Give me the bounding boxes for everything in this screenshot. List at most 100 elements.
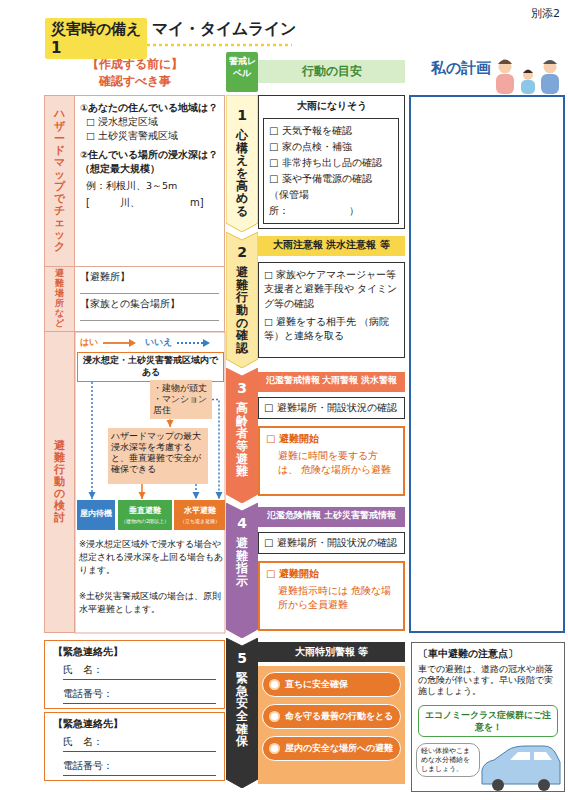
flow-connector [141, 484, 143, 499]
legend-line [103, 342, 129, 344]
band-chevron [226, 368, 258, 503]
node-text: □ 避難開始 [266, 567, 397, 582]
level-number: 1 [237, 107, 247, 123]
node-box: 私の計画 [409, 95, 565, 633]
level-number: 4 [237, 515, 247, 531]
node-text: □ 天気予報を確認 [269, 123, 393, 139]
node-text: [ 川、 m] [86, 196, 219, 211]
node-text: （建物内の2階以上） [119, 518, 171, 524]
node-text: 氾濫警戒情報 大雨警報 洪水警報 [260, 375, 403, 387]
node-box: 氾濫警戒情報 大雨警報 洪水警報 [258, 372, 405, 392]
band-chevron [226, 503, 258, 638]
node-text: 氏 名： [63, 735, 216, 752]
note-label: 確認すべき事 [45, 73, 225, 90]
node-text: □ 避難場所・開設状況の確認 [264, 536, 399, 550]
node-text: 垂直避難 [119, 505, 171, 516]
node-box: エコノミークラス症候群にご注意を！ [418, 705, 558, 737]
level-band: 3高齢者等避難 [226, 368, 258, 503]
level-text: 緊急安全確保 [236, 672, 248, 748]
node-box: 直ちに安全確保命を守る最善の行動をとる屋内の安全な場所への避難 [258, 666, 405, 784]
band-chevron [226, 638, 258, 788]
node-box: ①あなたの住んでいる地域は？□ 浸水想定区域□ 土砂災害警戒区域②住んでいる場所… [75, 95, 225, 267]
node-text: 避難に時間を要する方は、 危険な場所から避難 [278, 449, 397, 478]
node-box: 避難場所など [44, 267, 75, 332]
flow-connector [91, 382, 93, 499]
node-text: ・建物が頑丈 ・マンション居住 [153, 383, 209, 416]
flow-connector [169, 419, 171, 427]
node-text: 水平避難 [175, 505, 224, 516]
node-box: 【緊急連絡先】氏 名： 電話番号： [44, 712, 225, 781]
node-text: 浸水想定・土砂災害警戒区域内である [79, 355, 222, 379]
node-text: 行動の目安 [261, 63, 402, 80]
node-text: 警戒レベル [227, 56, 257, 79]
pill-text: 直ちに安全確保 [285, 678, 348, 691]
pill-text: 命を守る最善の行動をとる [285, 710, 393, 723]
node-box: □ 家族やケアマネージャー等 支援者と避難手段や タイミング等の確認 □ 避難をす… [258, 262, 405, 358]
node-text: □ 避難をする相手先 （病院等）と連絡を取る [264, 315, 399, 344]
node-text: □ 浸水想定区域 [86, 115, 219, 129]
level-band: 1 心構えを高める [226, 95, 258, 232]
node-text: 例：利根川、3～5m [86, 179, 219, 193]
node-box: □ 避難場所・開設状況の確認 [258, 397, 405, 419]
alert-icon [269, 743, 280, 754]
node-box: 大雨特別警報 等 [258, 642, 405, 662]
node-text: ②住んでいる場所の浸水深は？ （想定最大規模） [80, 148, 219, 176]
node-text: 大雨注意報 洪水注意報 等 [260, 239, 403, 252]
legend-arrowhead [129, 339, 136, 347]
node-text: 私の計画 [421, 59, 501, 78]
node-text: 氾濫危険情報 土砂災害警戒情報 [260, 510, 403, 522]
note-label: ※土砂災害警戒区域の場合は、原則水平避難とします。 [79, 590, 223, 616]
node-text: □ 避難開始 [266, 432, 397, 447]
node-text: 【家族との集合場所】 [80, 298, 219, 321]
node-text: 軽い体操やこまめな水分補給をしましょう。 [421, 747, 475, 773]
level-band: 4避難指示 [226, 503, 258, 638]
node-box: ハザードマップでチェック [44, 95, 75, 267]
note-label: ※浸水想定区域外で浸水する場合や想定される浸水深を上回る場合もあります。 [79, 538, 223, 576]
level-text: 心構えを高める [236, 129, 248, 217]
node-text: □ 家族やケアマネージャー等 支援者と避難手段や タイミング等の確認 [264, 268, 399, 311]
node-text: 電話番号： [63, 687, 216, 704]
node-text: 屋内待機 [78, 508, 114, 519]
legend-line-sample [101, 338, 137, 348]
node-box: 〔車中避難の注意点〕車での避難は、道路の冠水や崩落の危険が伴います。早い段階で実… [411, 642, 565, 792]
legend-text: いいえ [145, 336, 172, 349]
vertical-label: 避難行動の検討 [54, 440, 65, 525]
node-box: 災害時の備え1 [45, 18, 147, 59]
level-text: 高齢者等避難 [236, 402, 248, 478]
node-text: □ 避難場所・開設状況の確認 [264, 401, 399, 415]
node-box: 軽い体操やこまめな水分補給をしましょう。 [416, 743, 480, 777]
alert-icon [269, 711, 280, 722]
legend: はい いいえ [80, 336, 219, 349]
node-text: □ 家の点検・補強 [269, 139, 393, 155]
flow-connector [195, 484, 197, 499]
node-box: ハザードマップの最大浸水深等を考慮すると、垂直避難で安全が確保できる [108, 428, 208, 484]
legend-text: はい [80, 336, 98, 349]
pill-text: 屋内の安全な場所への避難 [285, 742, 393, 755]
node-text: □ 薬や予備電源の確認 （保管場所： ） [269, 171, 393, 219]
node-box: □ 避難開始避難に時間を要する方は、 危険な場所から避難 [258, 426, 405, 496]
node-box: 屋内待機 [77, 500, 115, 530]
level-text: 避難行動の確認 [236, 266, 248, 354]
node-text: 電話番号： [63, 759, 216, 776]
level-number: 2 [237, 244, 247, 260]
action-pill: 屋内の安全な場所への避難 [262, 736, 401, 761]
node-text: 【緊急連絡先】 [53, 645, 216, 659]
node-text: □ 土砂災害警戒区域 [86, 129, 219, 143]
node-box: 垂直避難 （建物内の2階以上） [118, 500, 172, 530]
node-text: エコノミークラス症候群にご注意を！ [422, 709, 554, 733]
legend-line [177, 342, 203, 344]
node-text: 【緊急連絡先】 [53, 717, 216, 731]
note-label: 別添2 [505, 6, 560, 21]
node-text: 〔車中避難の注意点〕 [418, 647, 558, 661]
node-text: □ 非常持ち出し品の確認 [269, 155, 393, 171]
node-text: 災害時の備え1 [51, 20, 141, 57]
node-box: 警戒レベル [226, 52, 258, 92]
title-text: マイ・タイムライン [152, 19, 296, 40]
node-text: 氏 名： [63, 663, 216, 680]
vertical-label: 避難場所など [55, 269, 64, 328]
node-box: 【緊急連絡先】氏 名： 電話番号： [44, 640, 225, 709]
band-chevron [226, 232, 258, 368]
legend-line-sample [175, 338, 211, 348]
node-text: 【避難所】 [80, 271, 219, 294]
legend-arrowhead [203, 339, 210, 347]
